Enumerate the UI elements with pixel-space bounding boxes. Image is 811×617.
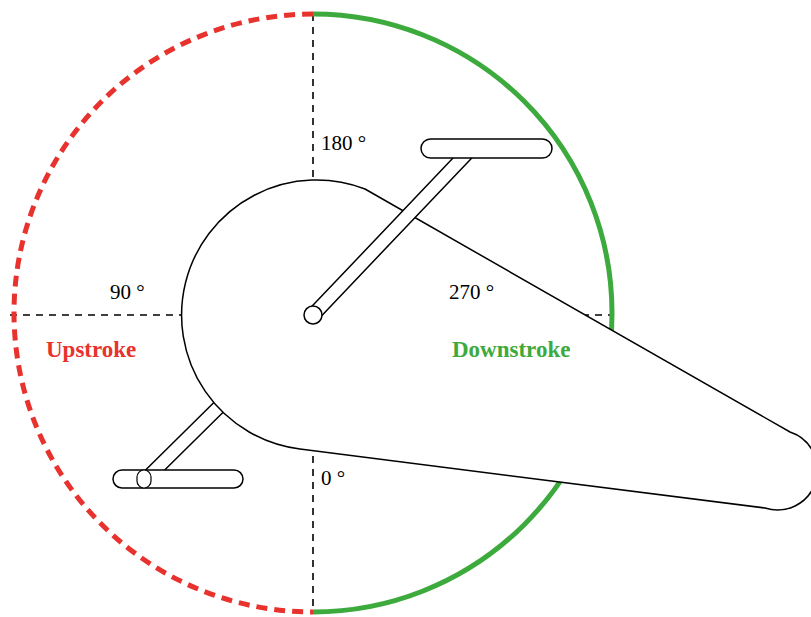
angle-label: 270 °	[449, 281, 494, 304]
phase-label: Downstroke	[452, 337, 570, 362]
angle-label: 90 °	[110, 281, 145, 304]
crank-arm	[145, 398, 228, 480]
angle-label: 180 °	[321, 132, 366, 155]
angle-label: 0 °	[321, 467, 345, 490]
crank-arm	[313, 150, 470, 315]
crank-arm	[313, 150, 470, 315]
pedal-axle	[137, 470, 151, 488]
crank-spindle	[304, 306, 322, 324]
pedal	[113, 470, 243, 488]
pedal	[421, 139, 552, 158]
crank-arm	[145, 398, 228, 480]
phase-label: Upstroke	[46, 337, 136, 362]
crank-body	[182, 180, 811, 510]
